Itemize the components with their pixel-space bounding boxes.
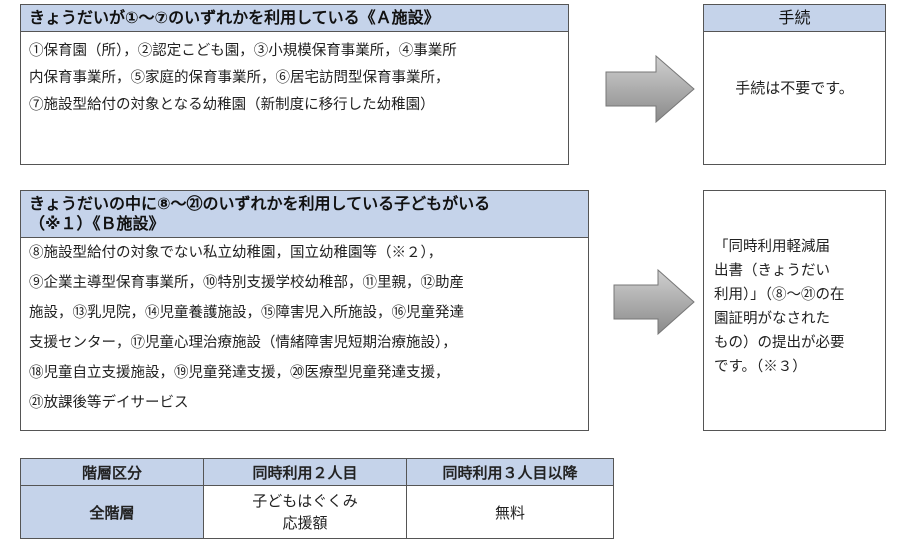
facility-a-header: きょうだいが①～⑦のいずれかを利用している《Ａ施設》 [21, 5, 568, 32]
facility-b-header-line: （※１）《Ｂ施設》 [29, 214, 165, 233]
table-cell-line: 子どもはぐくみ [252, 492, 358, 510]
table-row-label: 全階層 [20, 485, 204, 539]
facility-a-box: きょうだいが①～⑦のいずれかを利用している《Ａ施設》 ①保育園（所），②認定こど… [20, 4, 569, 165]
facility-b-header-line: きょうだいの中に⑧～㉑のいずれかを利用している子どもがいる [29, 194, 491, 213]
table-header-row: 階層区分 同時利用２人目 同時利用３人目以降 [20, 458, 614, 486]
procedure-b-line: 「同時利用軽減届 [714, 239, 830, 255]
facility-b-line: 支援センター，⑰児童心理治療施設（情緒障害児短期治療施設）， [29, 335, 457, 351]
table-cell-second: 子どもはぐくみ 応援額 [203, 485, 407, 539]
arrow-right-icon [605, 54, 695, 124]
procedure-b-line: です。（※３） [714, 359, 807, 375]
table-cell-line: 応援額 [282, 514, 328, 532]
procedure-a-text: 手続は不要です。 [735, 79, 854, 97]
facility-a-line: 内保育事業所，⑤家庭的保育事業所，⑥居宅訪問型保育事業所， [29, 70, 450, 86]
facility-b-list: ⑧施設型給付の対象でない私立幼稚園，国立幼稚園等（※２）， ⑨企業主導型保育事業… [21, 238, 588, 422]
facility-b-box: きょうだいの中に⑧～㉑のいずれかを利用している子どもがいる （※１）《Ｂ施設》 … [20, 190, 589, 431]
facility-b-line: ⑧施設型給付の対象でない私立幼稚園，国立幼稚園等（※２）， [29, 245, 443, 261]
table-cell-third: 無料 [406, 485, 614, 539]
facility-a-line: ①保育園（所），②認定こども園，③小規模保育事業所，④事業所 [29, 43, 457, 59]
facility-a-list: ①保育園（所），②認定こども園，③小規模保育事業所，④事業所 内保育事業所，⑤家… [21, 32, 568, 123]
facility-a-line: ⑦施設型給付の対象となる幼稚園（新制度に移行した幼稚園） [29, 97, 435, 113]
procedure-b-text: 「同時利用軽減届 出書（きょうだい 利用）」（⑧～㉑の在 園証明がなされた もの… [704, 235, 885, 379]
procedure-b-line: 出書（きょうだい [714, 263, 830, 279]
facility-b-line: ⑱児童自立支援施設，⑲児童発達支援，⑳医療型児童発達支援， [29, 365, 450, 381]
procedure-a-box: 手続 手続は不要です。 [703, 4, 886, 165]
procedure-b-box: 「同時利用軽減届 出書（きょうだい 利用）」（⑧～㉑の在 園証明がなされた もの… [703, 190, 886, 431]
table-header-third: 同時利用３人目以降 [406, 458, 614, 486]
level-table: 階層区分 同時利用２人目 同時利用３人目以降 全階層 子どもはぐくみ 応援額 無… [20, 458, 614, 539]
table-row: 全階層 子どもはぐくみ 応援額 無料 [20, 485, 614, 539]
procedure-header: 手続 [704, 5, 885, 32]
facility-b-line: ⑨企業主導型保育事業所，⑩特別支援学校幼稚部，⑪里親，⑫助産 [29, 275, 464, 291]
table-header-level: 階層区分 [20, 458, 204, 486]
facility-b-line: 施設，⑬乳児院，⑭児童養護施設，⑮障害児入所施設，⑯児童発達 [29, 305, 464, 321]
facility-b-line: ㉑放課後等デイサービス [29, 395, 189, 411]
procedure-b-line: 利用）」（⑧～㉑の在 [714, 287, 845, 303]
table-header-second: 同時利用２人目 [203, 458, 407, 486]
facility-b-header: きょうだいの中に⑧～㉑のいずれかを利用している子どもがいる （※１）《Ｂ施設》 [21, 191, 588, 238]
arrow-right-icon [613, 268, 695, 336]
procedure-b-line: もの）の提出が必要 [714, 335, 845, 351]
procedure-b-line: 園証明がなされた [714, 311, 830, 327]
